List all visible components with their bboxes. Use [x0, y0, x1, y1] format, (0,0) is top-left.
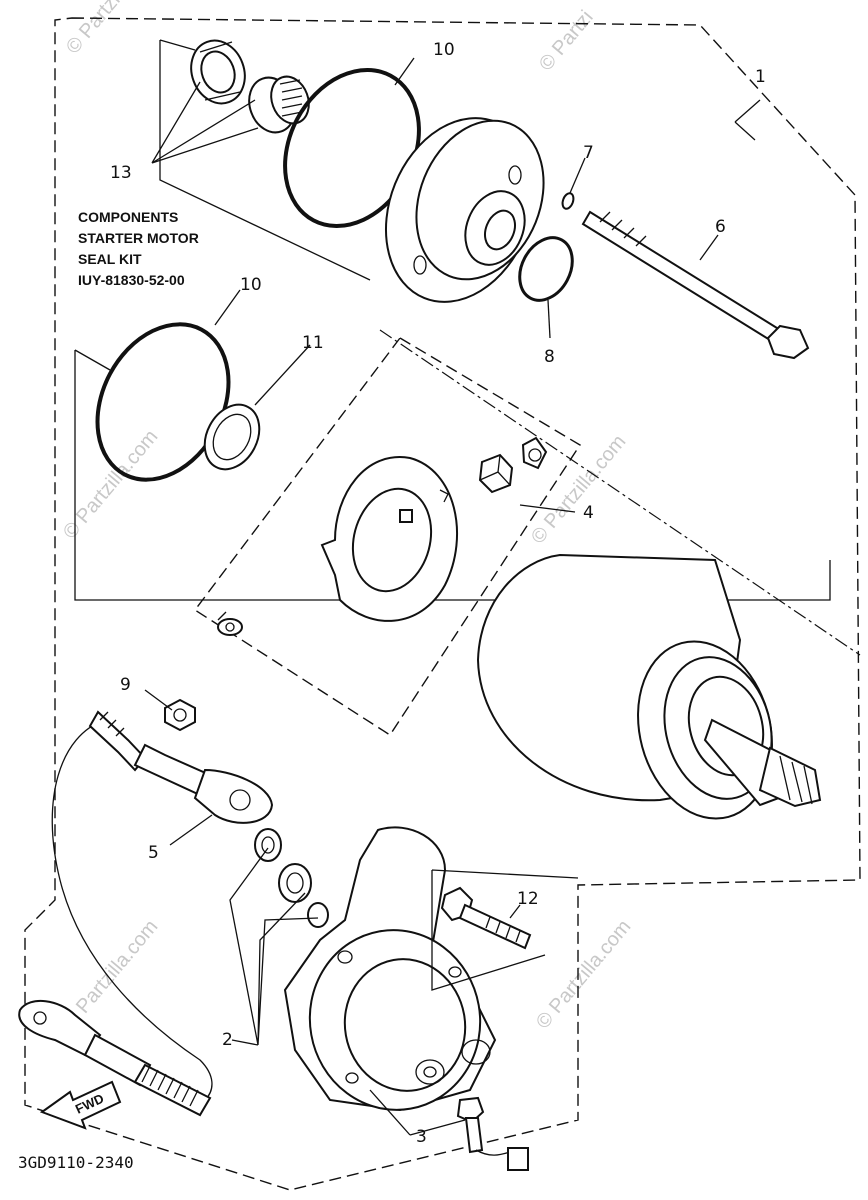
part-4-brush-spring-lower	[217, 611, 243, 636]
callout-6: 6	[715, 217, 726, 237]
part-4-brush-spring-upper	[521, 436, 548, 470]
brush-holder-boundary	[193, 337, 581, 736]
watermark-center-lower: © Partzilla.com	[532, 916, 635, 1033]
front-cover	[384, 117, 545, 303]
watermark-left-top: © Partzi	[62, 0, 125, 58]
callout-9: 9	[120, 675, 131, 695]
part-12-boundary	[431, 869, 579, 991]
part-6-through-bolt	[581, 210, 810, 360]
assembly-1-boundary	[24, 17, 861, 1191]
part-13-oil-seal	[190, 39, 246, 105]
callout-5: 5	[148, 843, 159, 863]
watermark-top-right: © Partzi	[535, 6, 598, 75]
part-10-o-ring-lower	[95, 322, 231, 482]
part-3-insulator-middle	[278, 863, 312, 903]
part-5-lead-wire	[51, 710, 274, 1101]
seal-kit-boundary	[74, 39, 831, 601]
part-4-brush	[478, 453, 514, 494]
callout-1: 1	[755, 67, 766, 87]
brush-plate	[320, 456, 458, 622]
callout-2: 2	[222, 1030, 233, 1050]
part-9-nut	[164, 698, 196, 732]
part-7-washer	[561, 192, 575, 210]
callout-11: 11	[302, 333, 324, 353]
cable-terminal-lower	[18, 999, 212, 1117]
callout-4: 4	[583, 503, 594, 523]
seal-kit-note: COMPONENTS STARTER MOTOR SEAL KIT IUY-81…	[78, 209, 199, 288]
callout-12: 12	[517, 889, 539, 909]
callout-10-upper: 10	[433, 40, 455, 60]
part-3-insulator-upper	[254, 828, 282, 862]
leader-lines	[144, 57, 761, 1136]
part-8-o-ring	[518, 236, 574, 302]
kit-note-line-1: COMPONENTS	[78, 209, 178, 225]
callout-8: 8	[544, 347, 555, 367]
part-11-washer	[203, 403, 261, 471]
part-3-o-ring-small	[307, 902, 329, 928]
part-2-rear-cover	[283, 826, 497, 1112]
callout-3: 3	[416, 1127, 427, 1147]
callout-numbers: 1 13 10 7 6 8 10 11 4 9 5 12 2 3	[110, 40, 766, 1147]
drawing-number: 3GD9110-2340	[18, 1153, 134, 1172]
armature-yoke	[476, 553, 822, 820]
callout-7: 7	[583, 143, 594, 163]
kit-note-line-4: IUY-81830-52-00	[78, 272, 185, 288]
kit-note-line-3: SEAL KIT	[78, 251, 142, 267]
part-12-bolt	[440, 886, 532, 950]
callout-13: 13	[110, 163, 132, 183]
assembly-centerline	[379, 329, 861, 656]
part-3-terminal-bolt	[456, 1096, 529, 1171]
callout-10-lower: 10	[240, 275, 262, 295]
fwd-arrow-icon: FWD	[39, 1080, 122, 1130]
kit-note-line-2: STARTER MOTOR	[78, 230, 199, 246]
